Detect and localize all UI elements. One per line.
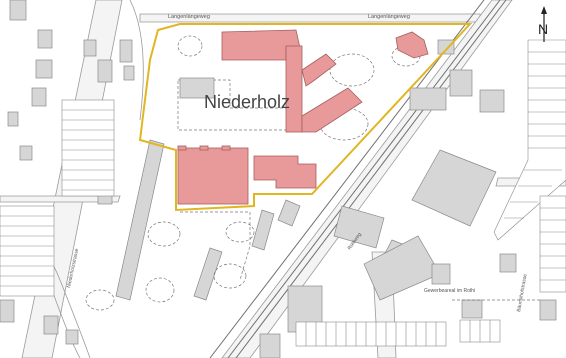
building — [83, 39, 97, 57]
highlight-building-mid — [253, 155, 317, 189]
building-slab-left — [115, 139, 165, 301]
tree-outline — [319, 107, 369, 141]
building — [97, 59, 113, 83]
building — [31, 87, 47, 107]
rail-line-2 — [227, 0, 501, 358]
building — [123, 65, 135, 81]
row-house-strip — [295, 321, 447, 347]
tree-outline — [85, 289, 115, 311]
north-arrow: N — [538, 6, 548, 42]
building-lower-b — [333, 205, 385, 249]
dashed-path — [180, 211, 251, 281]
curve-street-3 — [129, 0, 144, 121]
building — [19, 145, 33, 161]
building — [37, 29, 53, 49]
tree-outline — [145, 277, 175, 303]
building-right-e — [431, 263, 451, 285]
street-label-lower-right: Gewerbeareal im Rothi — [424, 288, 475, 294]
buildings-right — [363, 39, 557, 321]
building — [7, 111, 19, 127]
building — [9, 0, 27, 21]
building — [65, 329, 79, 345]
row-house-block — [61, 99, 115, 197]
building-grey-niederholz — [179, 77, 215, 99]
tree-outline — [177, 35, 203, 57]
area-label-niederholz: Niederholz — [204, 92, 290, 112]
row-houses-left — [0, 99, 115, 297]
row-houses-right — [493, 39, 566, 293]
highlight-building-wing-2 — [301, 87, 363, 133]
building-right-b — [449, 69, 473, 97]
street-label-top-right: Langenlängeweg — [368, 14, 410, 20]
building-small — [277, 199, 301, 227]
building-slab-mid — [193, 247, 223, 301]
building-right-g — [539, 299, 557, 321]
tree-outline — [213, 263, 247, 289]
building-right-c — [479, 89, 505, 113]
row-houses-bottom — [295, 319, 501, 347]
tree-outline — [147, 221, 181, 247]
tree-outline — [329, 53, 375, 87]
railway — [209, 0, 507, 358]
building-right-f — [461, 299, 483, 319]
building-lower-d — [259, 333, 281, 358]
highlight-building-large — [177, 147, 249, 205]
street-label-top-left: Langenlängeweg — [168, 14, 210, 20]
building — [0, 299, 15, 323]
slab-buildings — [115, 139, 301, 301]
building-right-large — [411, 149, 497, 227]
highlighted-buildings — [177, 29, 429, 205]
building-right-d — [437, 39, 455, 55]
buildings-left — [0, 0, 135, 345]
rail-line-3 — [235, 0, 507, 358]
highlight-building-vertical — [285, 45, 303, 133]
highlight-building-small — [395, 31, 429, 59]
north-label: N — [538, 21, 548, 37]
highlight-building-wing-1 — [301, 53, 337, 87]
building — [119, 39, 133, 63]
row-house-block — [0, 205, 55, 297]
building — [43, 315, 59, 335]
tree-outline — [225, 221, 255, 243]
site-boundary — [138, 23, 473, 212]
row-house-right-block — [493, 39, 566, 241]
building-slab-small — [251, 209, 275, 251]
building — [35, 59, 53, 79]
rail-line-1 — [209, 0, 485, 358]
building-right-h — [499, 253, 517, 273]
building-right-a — [409, 87, 447, 111]
